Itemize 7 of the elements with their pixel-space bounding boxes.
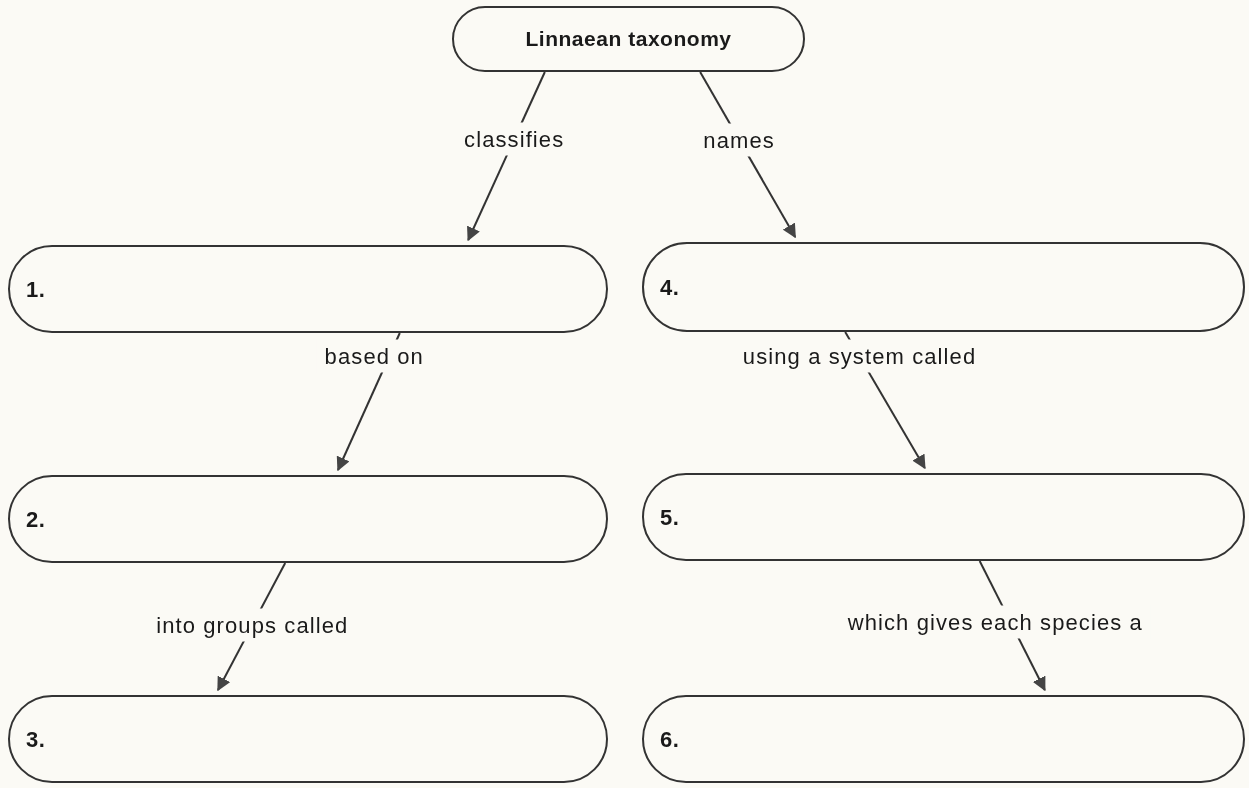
item-number: 2. [26,505,46,534]
item-number: 1. [26,275,46,304]
item-number: 6. [660,725,680,754]
item-number: 5. [660,503,680,532]
item-number: 3. [26,725,46,754]
item-number: 4. [660,273,680,302]
title-text: Linnaean taxonomy [525,26,732,53]
